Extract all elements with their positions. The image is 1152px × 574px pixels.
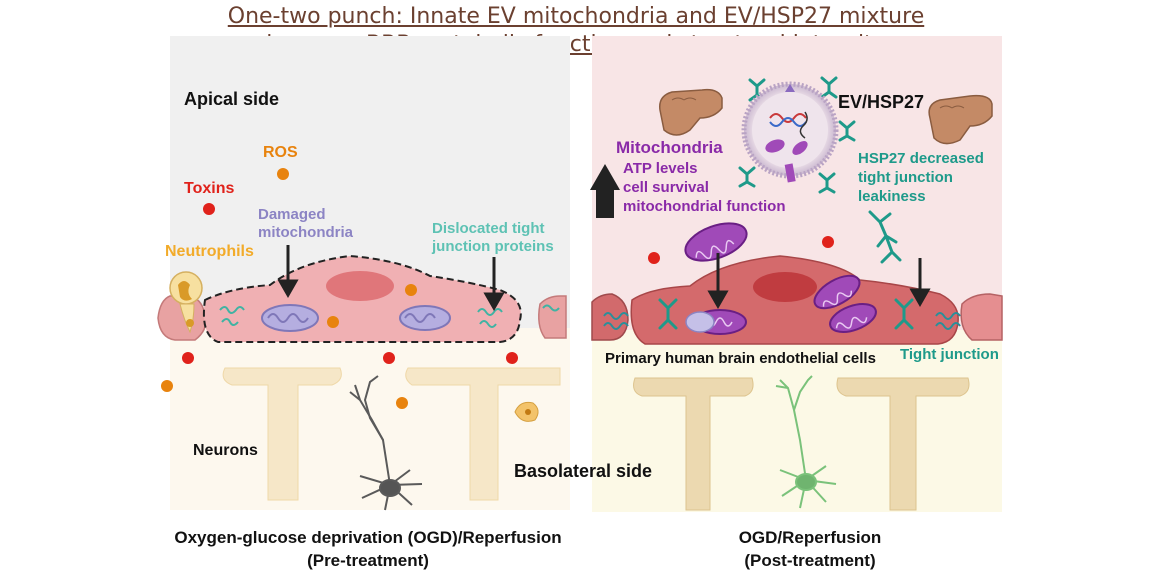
right-fist-icon: [928, 94, 993, 145]
increase-arrow-icon: [590, 164, 620, 218]
dislocated-tight-junction-label-line-2: junction proteins: [432, 238, 554, 255]
damaged-neuron-icon: [349, 375, 423, 511]
left-panel-caption-line-2: (Pre-treatment): [307, 551, 429, 570]
left-fist-icon: [659, 88, 723, 136]
left-panel-caption-line-1: Oxygen-glucose deprivation (OGD)/Reperfu…: [174, 528, 562, 547]
toxin-particles: [182, 203, 518, 364]
neurons-label: Neurons: [193, 442, 258, 459]
toxins-label: Toxins: [184, 180, 235, 197]
mitochondria-label: Mitochondria: [616, 138, 723, 157]
figure-title-line-1: One-two punch: Innate EV mitochondria an…: [227, 4, 925, 29]
right-arrows: [707, 253, 931, 310]
right-support-pillars: [633, 377, 970, 511]
mitochondria-effect-function: mitochondrial function: [623, 198, 786, 215]
hsp27-effect-label: HSP27 decreased tight junction leakiness: [858, 149, 984, 206]
damaged-mitochondria-icons: [261, 304, 451, 332]
healthy-neuron-icon: [775, 375, 837, 509]
ev-hsp27-label: EV/HSP27: [838, 92, 925, 112]
apical-side-label: Apical side: [184, 89, 280, 109]
neutrophils-label: Neutrophils: [165, 243, 254, 260]
left-support-pillars: [222, 367, 561, 501]
left-panel-caption: Oxygen-glucose deprivation (OGD)/Reperfu…: [148, 526, 588, 572]
hsp27-effect-line-1: HSP27 decreased: [858, 150, 984, 167]
right-toxin-particles: [648, 236, 834, 264]
hsp27-effect-line-2: tight junction: [858, 169, 953, 186]
mitochondria-effect-survival: cell survival: [623, 179, 709, 196]
dislocated-tight-junction-label-line-1: Dislocated tight: [432, 220, 545, 237]
mitochondria-effects-label: ATP levels cell survival mitochondrial f…: [623, 159, 786, 216]
hsp27-effect-line-3: leakiness: [858, 188, 926, 205]
neutrophil-icon: [169, 271, 203, 334]
right-panel-caption-line-1: OGD/Reperfusion: [738, 528, 882, 547]
ros-label: ROS: [263, 144, 298, 161]
right-panel-caption: OGD/Reperfusion (Post-treatment): [660, 526, 960, 572]
right-panel-caption-line-2: (Post-treatment): [744, 551, 876, 570]
basolateral-side-label: Basolateral side: [514, 461, 653, 481]
dislocated-tight-junction-label: Dislocated tight junction proteins: [432, 220, 554, 256]
basolateral-neutrophil-icon: [514, 401, 539, 422]
hsp27-molecule-icons: [658, 76, 914, 330]
endothelial-cells-label: Primary human brain endothelial cells: [605, 350, 876, 367]
ev-vesicle-icon: [741, 81, 839, 183]
mitochondria-effect-atp: ATP levels: [623, 160, 698, 177]
tight-junction-icons: [603, 312, 961, 330]
left-arrows: [277, 245, 505, 312]
ros-particles: [161, 168, 417, 409]
damaged-mitochondria-label-line-1: Damaged: [258, 206, 326, 223]
dislocated-tight-junction-icons: [219, 304, 560, 328]
ev-entering-cell-icon: [685, 311, 715, 333]
tight-junction-label: Tight junction: [900, 346, 999, 363]
damaged-mitochondria-label: Damaged mitochondria: [258, 206, 353, 242]
damaged-mitochondria-label-line-2: mitochondria: [258, 224, 354, 241]
